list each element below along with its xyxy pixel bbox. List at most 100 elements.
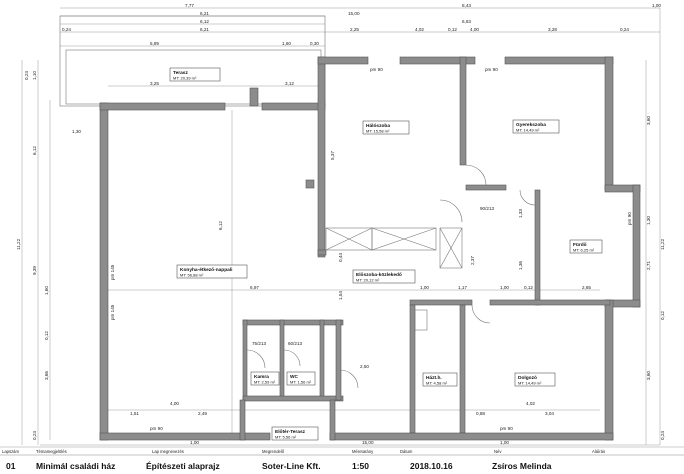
svg-text:2,49: 2,49 [198,411,207,416]
svg-text:0,24: 0,24 [62,27,71,32]
svg-text:MT: 20,12 m²: MT: 20,12 m² [356,278,380,283]
svg-text:MT: 1,56 m²: MT: 1,56 m² [290,380,312,385]
svg-text:1,30: 1,30 [72,129,81,134]
svg-text:MT: 20,39 m²: MT: 20,39 m² [173,76,197,81]
svg-text:1,00: 1,00 [500,440,509,445]
svg-text:Előtér-Terasz: Előtér-Terasz [275,429,306,435]
svg-text:1:50: 1:50 [352,461,369,471]
svg-text:WC: WC [290,374,299,380]
svg-text:5,89: 5,89 [150,41,159,46]
svg-text:4,02: 4,02 [526,401,535,406]
svg-text:15,00: 15,00 [348,11,360,16]
svg-text:0,24: 0,24 [620,27,629,32]
svg-text:3,28: 3,28 [548,27,557,32]
svg-text:Konyha-étkező-nappali: Konyha-étkező-nappali [180,267,233,273]
svg-text:Építészeti alaprajz: Építészeti alaprajz [146,461,220,471]
svg-text:2,25: 2,25 [350,27,359,32]
svg-text:01: 01 [6,461,16,471]
svg-text:Aláírás: Aláírás [592,449,605,454]
svg-text:1,33: 1,33 [518,209,523,218]
dimension-texts: 7,77 6,21 6,12 6,21 15,00 8,43 1,00 6,63… [16,3,665,445]
title-block: Lapszám Témamegjelölés Lap megnevezés Me… [0,446,684,471]
svg-text:90/213: 90/213 [480,206,494,211]
svg-text:Dolgozó: Dolgozó [518,375,537,381]
svg-text:pm 90: pm 90 [627,212,632,225]
svg-text:Megrendelő: Megrendelő [262,449,285,454]
svg-text:0,88: 0,88 [476,411,485,416]
svg-text:MT: 6,25 m²: MT: 6,25 m² [573,248,595,253]
svg-text:pm 90: pm 90 [500,426,513,431]
svg-text:11,22: 11,22 [660,238,665,250]
fixtures [246,164,536,389]
svg-text:1,60: 1,60 [282,41,291,46]
svg-text:0,12: 0,12 [44,331,49,340]
svg-text:6,12: 6,12 [200,19,209,24]
svg-text:pm 90: pm 90 [370,67,383,72]
svg-text:6,21: 6,21 [200,27,209,32]
svg-text:3,04: 3,04 [545,411,554,416]
svg-text:Dátum: Dátum [400,449,413,454]
svg-text:Lapszám: Lapszám [2,449,20,454]
svg-text:2018.10.16: 2018.10.16 [410,461,453,471]
svg-text:6,63: 6,63 [462,19,471,24]
svg-text:1,17: 1,17 [458,285,467,290]
svg-text:1,00: 1,00 [190,440,199,445]
svg-text:Kamra: Kamra [254,374,269,380]
svg-text:2,37: 2,37 [470,256,475,265]
svg-text:0,12: 0,12 [660,311,665,320]
svg-text:1,30: 1,30 [646,216,651,225]
svg-text:pm 90: pm 90 [485,67,498,72]
svg-text:0,12: 0,12 [448,27,457,32]
svg-text:Név: Név [494,449,502,454]
svg-text:11,22: 11,22 [16,238,21,250]
svg-text:3,12: 3,12 [285,81,294,86]
svg-text:Gyerekszoba: Gyerekszoba [516,122,546,128]
walls [99,56,641,441]
svg-text:Soter-Line Kft.: Soter-Line Kft. [262,461,321,471]
svg-text:1,10: 1,10 [32,71,37,80]
svg-text:1,51: 1,51 [130,411,139,416]
svg-text:pm 145: pm 145 [110,264,115,280]
svg-text:Lap megnevezés: Lap megnevezés [152,449,184,454]
svg-text:MT: 14,49 m²: MT: 14,49 m² [518,381,542,386]
svg-text:6,12: 6,12 [32,146,37,155]
svg-text:3,66: 3,66 [44,371,49,380]
svg-text:1,60: 1,60 [44,286,49,295]
svg-text:0,24: 0,24 [660,431,665,440]
svg-text:5,37: 5,37 [330,151,335,160]
svg-text:MT: 4,58 m²: MT: 4,58 m² [426,381,448,386]
svg-text:75/213: 75/213 [252,341,266,346]
svg-text:0,44: 0,44 [338,253,343,262]
svg-text:Házt.h.: Házt.h. [426,375,442,381]
svg-text:Terasz: Terasz [173,70,188,76]
svg-text:0,12: 0,12 [524,285,533,290]
svg-text:Témamegjelölés: Témamegjelölés [36,449,67,454]
svg-text:1,00: 1,00 [500,285,509,290]
svg-text:4,02: 4,02 [415,27,424,32]
svg-text:Zsíros Melinda: Zsíros Melinda [492,461,552,471]
svg-text:2,71: 2,71 [646,261,651,270]
svg-text:MT: 14,49 m²: MT: 14,49 m² [516,128,540,133]
svg-text:3,25: 3,25 [150,81,159,86]
svg-text:3,60: 3,60 [646,116,651,125]
svg-text:MT: 15,58 m²: MT: 15,58 m² [366,129,390,134]
svg-text:1,54: 1,54 [338,291,343,300]
svg-text:Minimál családi ház: Minimál családi ház [36,461,115,471]
svg-text:pm 145: pm 145 [110,304,115,320]
svg-text:Előszoba-közlekedő: Előszoba-közlekedő [356,272,402,278]
svg-text:1,00: 1,00 [652,3,661,8]
svg-text:0,30: 0,30 [310,41,319,46]
svg-text:7,77: 7,77 [185,3,194,8]
svg-text:9,39: 9,39 [32,266,37,275]
